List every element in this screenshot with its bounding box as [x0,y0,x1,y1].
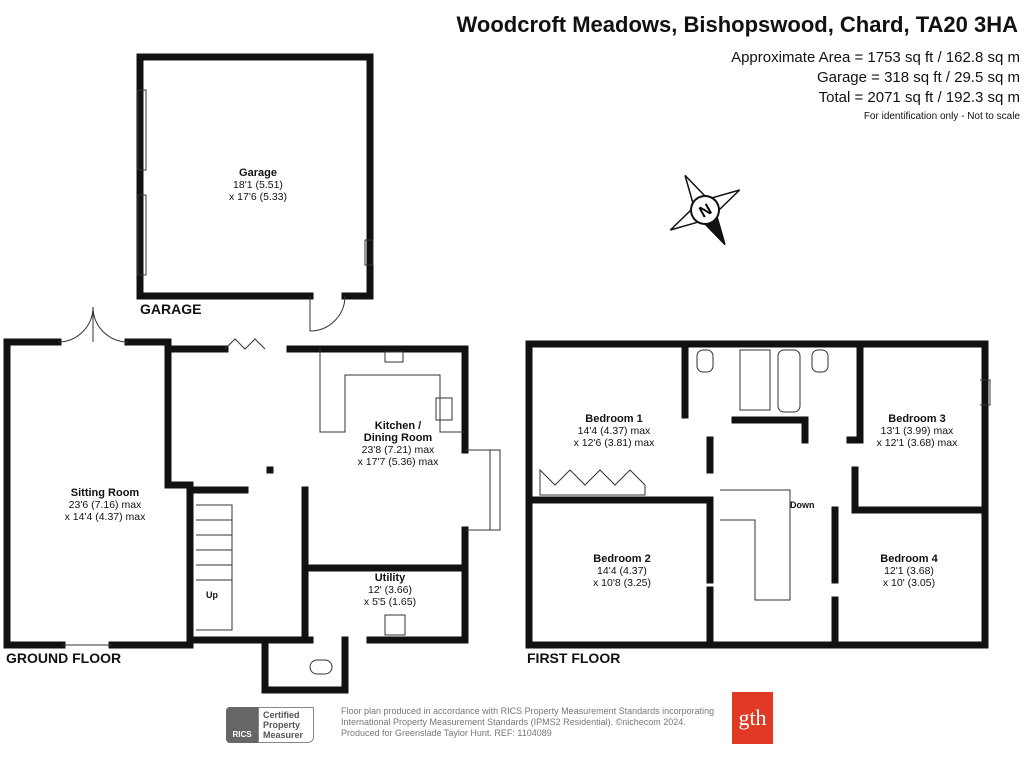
hob-icon [435,397,453,421]
hall-walls [186,466,469,644]
footer-line: Produced for Greenslade Taylor Hunt. REF… [341,728,552,738]
agent-logo: gth [732,692,773,744]
garage-window [137,89,147,171]
total-area: Total = 2071 sq ft / 192.3 sq m [818,89,1020,106]
stairs-up [196,504,233,631]
french-doors [57,306,129,343]
bifold-doors [224,338,266,350]
garage-floor-label: GARAGE [140,301,202,317]
property-address-title: Woodcroft Meadows, Bishopswood, Chard, T… [456,12,1018,37]
approximate-area: Approximate Area = 1753 sq ft / 162.8 sq… [731,49,1020,66]
garage-area: Garage = 318 sq ft / 29.5 sq m [816,69,1020,86]
walls [3,53,989,694]
stairs-up-label: Up [206,590,218,600]
kitchen-worktop [319,349,465,433]
rics-badge-line: Measurer [263,730,304,740]
footer-line: Floor plan produced in accordance with R… [341,706,715,716]
ground-floor-label: GROUND FLOOR [6,650,122,666]
window [980,379,991,406]
garage-window [137,194,147,276]
garage-window [364,239,374,266]
toilet-icon [811,349,829,373]
kitchen-walls [164,345,469,644]
toilet-icon [309,659,333,675]
first-floor-outline [525,340,989,649]
compass-icon [669,174,741,246]
stairs-down [720,489,791,601]
footer-disclaimer: Floor plan produced in accordance with R… [341,706,714,739]
scale-note: For identification only - Not to scale [863,111,1020,122]
garage-door-swing [309,295,346,332]
utility-sink-icon [384,614,406,636]
garage-walls [136,53,374,300]
area-summary: Approximate Area = 1753 sq ft / 162.8 sq… [731,48,1020,126]
bay-window [465,449,501,531]
first-floor-internal-walls [525,340,989,649]
first-floor-label: FIRST FLOOR [527,650,621,666]
wc-walls [261,636,349,694]
bath-icon [777,349,801,413]
wardrobes [539,468,646,496]
stairs-down-label: Down [790,500,815,510]
rics-badge: RICS Certified Property Measurer [226,707,314,743]
rics-badge-line: Certified [263,710,300,720]
sitting-room-walls [3,338,194,649]
shower-icon [739,349,771,411]
sink-icon [384,351,404,363]
toilet-icon [696,349,714,373]
footer-line: International Property Measurement Stand… [341,717,686,727]
rics-logo: RICS [226,707,258,743]
rics-badge-line: Property [263,720,301,730]
